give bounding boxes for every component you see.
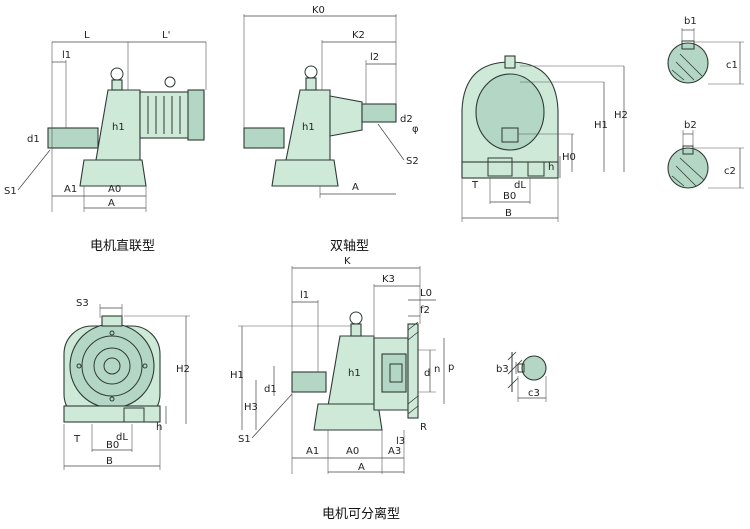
label-H3: H3 — [244, 402, 258, 413]
label-c1: c1 — [726, 60, 738, 71]
label-c3: c3 — [528, 388, 540, 399]
label-f2: f2 — [420, 305, 430, 316]
label-T: T — [471, 180, 479, 191]
label-b3: b3 — [496, 364, 509, 375]
label-l1-b: l1 — [300, 290, 309, 301]
motor-flange — [407, 323, 419, 419]
key-section-2: b2 c2 — [667, 120, 744, 189]
label-A: A — [108, 198, 115, 209]
output-shaft — [361, 103, 397, 123]
reducer-base — [79, 159, 147, 187]
label-phi: φ — [412, 124, 419, 135]
label-A0-b: A0 — [346, 446, 359, 457]
key-section-3: b3 c3 — [496, 351, 547, 402]
label-R: R — [420, 422, 427, 433]
label-H2-b: H2 — [176, 364, 190, 375]
label-A1: A1 — [64, 184, 77, 195]
label-l1: l1 — [62, 50, 71, 61]
label-T-b: T — [73, 434, 81, 445]
label-S1: S1 — [4, 186, 17, 197]
label-l2: l2 — [370, 52, 379, 63]
label-dL: dL — [514, 180, 526, 191]
title-double-shaft: 双轴型 — [330, 239, 369, 254]
motor-lifting-eye — [164, 76, 176, 88]
view-direct-motor: L L' l1 d1 S1 h1 A1 A0 A 电机直联型 — [4, 30, 207, 254]
label-S1-b: S1 — [238, 434, 251, 445]
view-double-shaft: K0 K2 l2 d2 φ S2 h1 A 双轴型 — [243, 5, 419, 254]
label-b1: b1 — [684, 16, 697, 27]
label-K2: K2 — [352, 30, 365, 41]
label-d: d — [424, 368, 430, 379]
view-separable-motor: K K3 l1 L0 f2 n d p H1 H3 d1 h1 S1 R A1 — [230, 256, 454, 522]
view-front-top: H1 H2 H0 h B B0 T dL — [461, 55, 628, 222]
label-S3: S3 — [76, 298, 89, 309]
label-A0: A0 — [108, 184, 121, 195]
label-d1: d1 — [27, 134, 40, 145]
label-B0-b: B0 — [106, 440, 119, 451]
label-H2: H2 — [614, 110, 628, 121]
label-A-b: A — [358, 462, 365, 473]
label-dL-b: dL — [116, 432, 128, 443]
label-H1-b: H1 — [230, 370, 244, 381]
label-p: p — [448, 362, 454, 373]
label-K3: K3 — [382, 274, 395, 285]
label-b2: b2 — [684, 120, 697, 131]
label-h1: h1 — [112, 122, 125, 133]
label-h1-b: h1 — [348, 368, 361, 379]
label-c2: c2 — [724, 166, 736, 177]
label-H0: H0 — [562, 152, 576, 163]
label-B-b: B — [106, 456, 113, 467]
view-front-bottom: S3 H2 h B B0 T dL — [63, 298, 190, 470]
input-shaft — [243, 127, 285, 149]
label-l3: l3 — [396, 436, 405, 447]
label-A-2: A — [352, 182, 359, 193]
label-L: L — [84, 30, 90, 41]
label-n: n — [434, 364, 440, 375]
output-shaft — [47, 127, 99, 149]
label-B0: B0 — [503, 191, 516, 202]
label-L0: L0 — [420, 288, 432, 299]
lifting-eye — [110, 67, 124, 81]
label-S2: S2 — [406, 156, 419, 167]
output-flange — [329, 95, 363, 137]
label-K: K — [344, 256, 351, 267]
label-h-b: h — [156, 422, 162, 433]
label-B: B — [505, 208, 512, 219]
label-Lprime: L' — [162, 30, 170, 41]
label-d1-b: d1 — [264, 384, 277, 395]
label-h: h — [548, 162, 554, 173]
key-section-1: b1 c1 — [667, 16, 744, 85]
label-H1: H1 — [594, 120, 608, 131]
title-separable-motor: 电机可分离型 — [322, 506, 400, 522]
label-h1-2: h1 — [302, 122, 315, 133]
label-A3: A3 — [388, 446, 401, 457]
title-direct-motor: 电机直联型 — [90, 239, 155, 254]
label-A1-b: A1 — [306, 446, 319, 457]
label-K0: K0 — [312, 5, 325, 16]
label-d2: d2 — [400, 114, 413, 125]
